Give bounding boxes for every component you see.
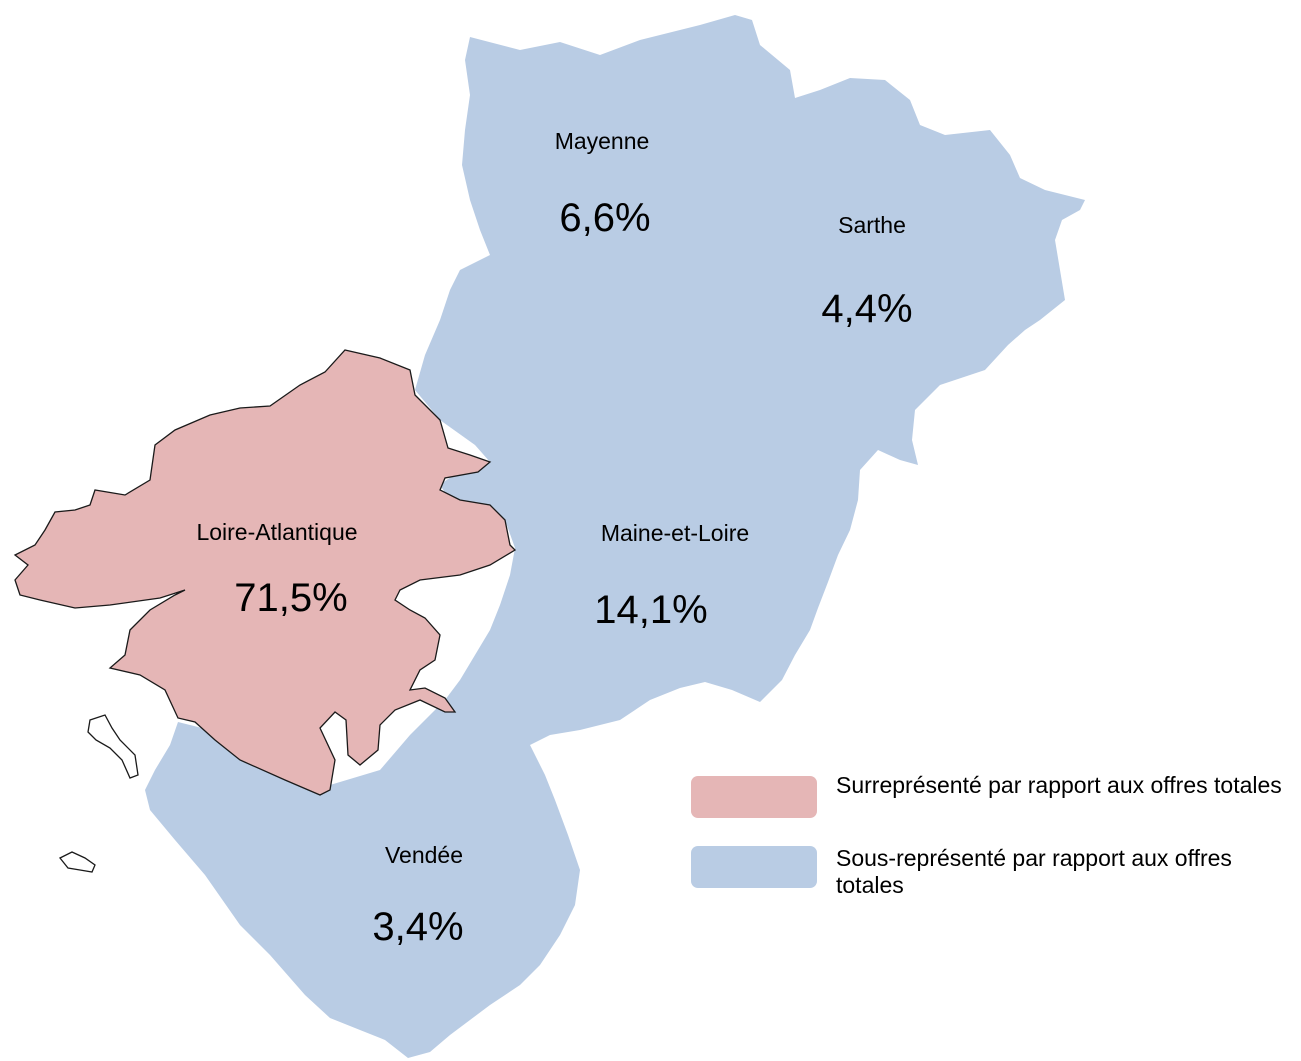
mayenne-value: 6,6% bbox=[559, 196, 651, 240]
legend-label-under: Sous-représenté par rapport aux offres t… bbox=[836, 845, 1232, 898]
legend-swatch-under bbox=[691, 846, 817, 888]
sarthe-value: 4,4% bbox=[821, 287, 913, 331]
island-yeu bbox=[58, 851, 96, 873]
maine-et-loire-value: 14,1% bbox=[594, 588, 708, 632]
legend-label-over: Surreprésenté par rapport aux offres tot… bbox=[836, 772, 1282, 798]
sarthe-name: Sarthe bbox=[838, 212, 906, 238]
region-loire-atlantique bbox=[13, 349, 517, 796]
maine-et-loire-name: Maine-et-Loire bbox=[600, 520, 750, 546]
region-under-represented bbox=[145, 15, 1085, 1058]
loire-atlantique-name: Loire-Atlantique bbox=[196, 519, 358, 545]
vendee-value: 3,4% bbox=[372, 905, 464, 949]
vendee-name: Vendée bbox=[384, 842, 464, 868]
island-noirmoutier bbox=[87, 714, 139, 779]
loire-atlantique-value: 71,5% bbox=[234, 576, 348, 620]
legend-swatch-over bbox=[691, 776, 817, 818]
mayenne-name: Mayenne bbox=[554, 128, 650, 154]
